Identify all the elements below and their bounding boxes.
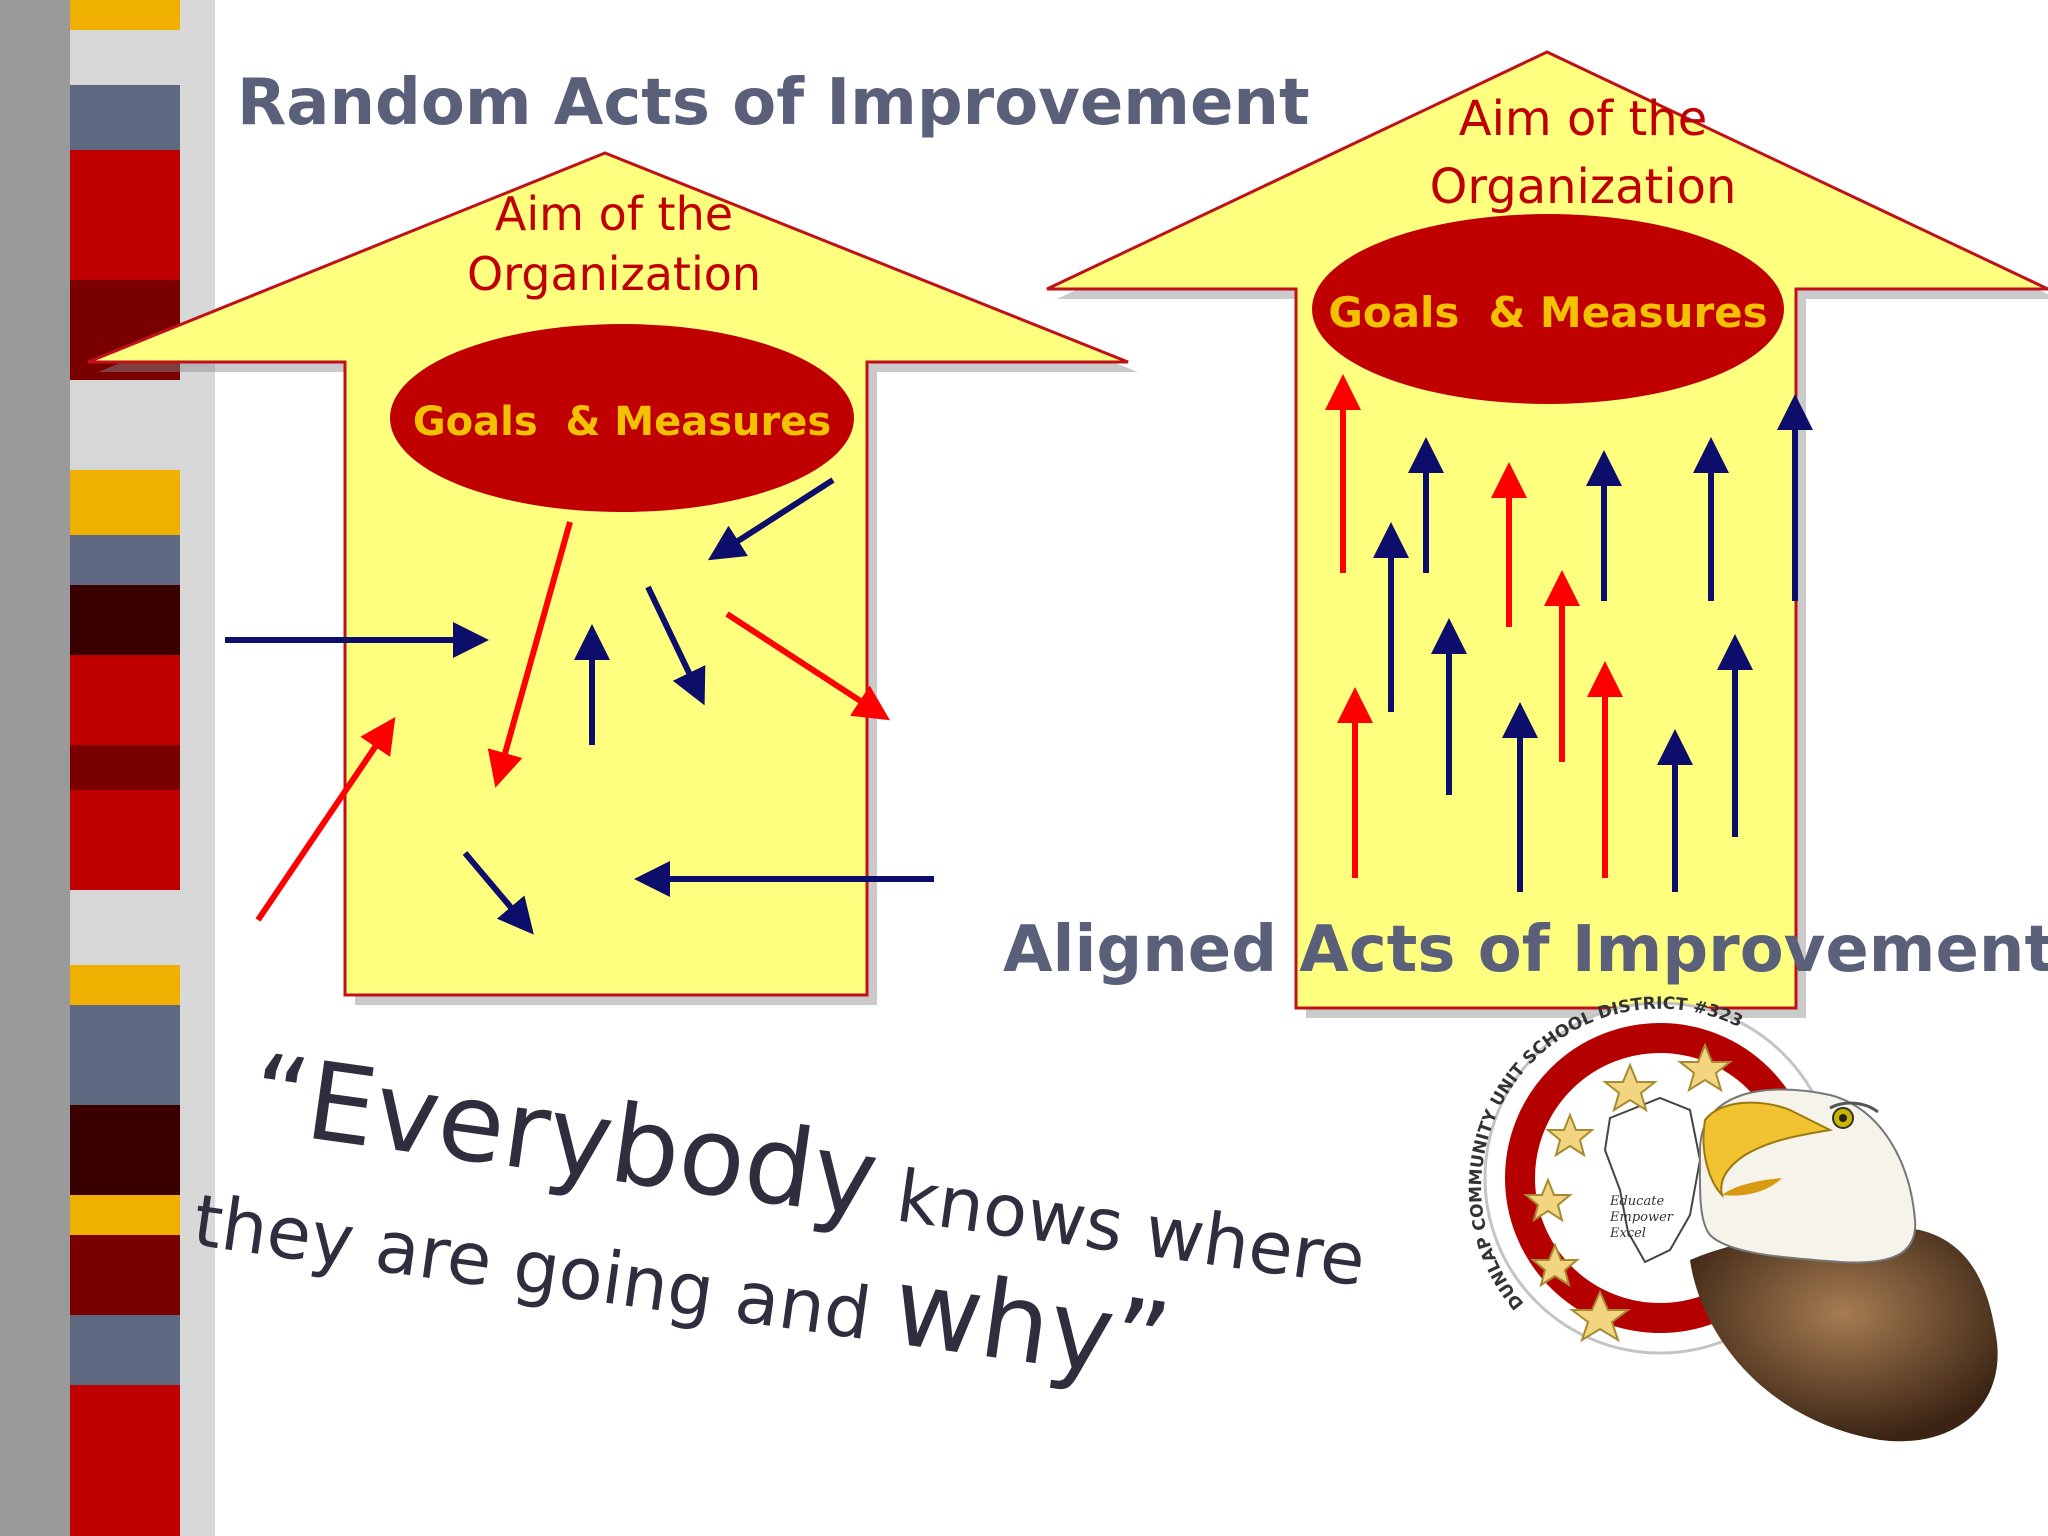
random-arrows: [225, 477, 934, 935]
right-goals-ellipse: [1312, 214, 1784, 404]
aligned-arrows: [1325, 374, 1813, 892]
title-random-acts: Random Acts of Improvement: [237, 66, 1310, 140]
random-arrow-navy: [645, 585, 706, 706]
right-aim-line2: Organization: [1430, 159, 1737, 215]
random-arrow-navy: [707, 477, 835, 561]
decorative-stripe-band: [0, 0, 215, 1536]
left-goals-ellipse: [390, 324, 854, 512]
eagle-mascot: [1690, 1088, 1998, 1442]
right-up-arrow: [1046, 50, 2048, 1018]
random-arrow-navy: [462, 851, 534, 935]
right-goals-label: Goals & Measures: [1328, 288, 1767, 337]
left-aim-line1: Aim of the: [495, 187, 733, 241]
random-arrow-red: [255, 717, 396, 922]
district-seal-logo: Educate Empower Excel DUNLAP COMMUNITY U…: [1466, 994, 1998, 1442]
seal-stars: [1523, 1042, 1733, 1343]
random-arrow-red: [487, 521, 573, 788]
right-aim-line1: Aim of the: [1459, 91, 1707, 147]
left-goals-label: Goals & Measures: [413, 399, 831, 445]
title-aligned-acts: Aligned Acts of Improvement: [1003, 913, 2048, 987]
random-arrow-red: [725, 611, 891, 721]
seal-motto: Educate Empower Excel: [1609, 1194, 1677, 1241]
left-aim-line2: Organization: [467, 247, 761, 301]
